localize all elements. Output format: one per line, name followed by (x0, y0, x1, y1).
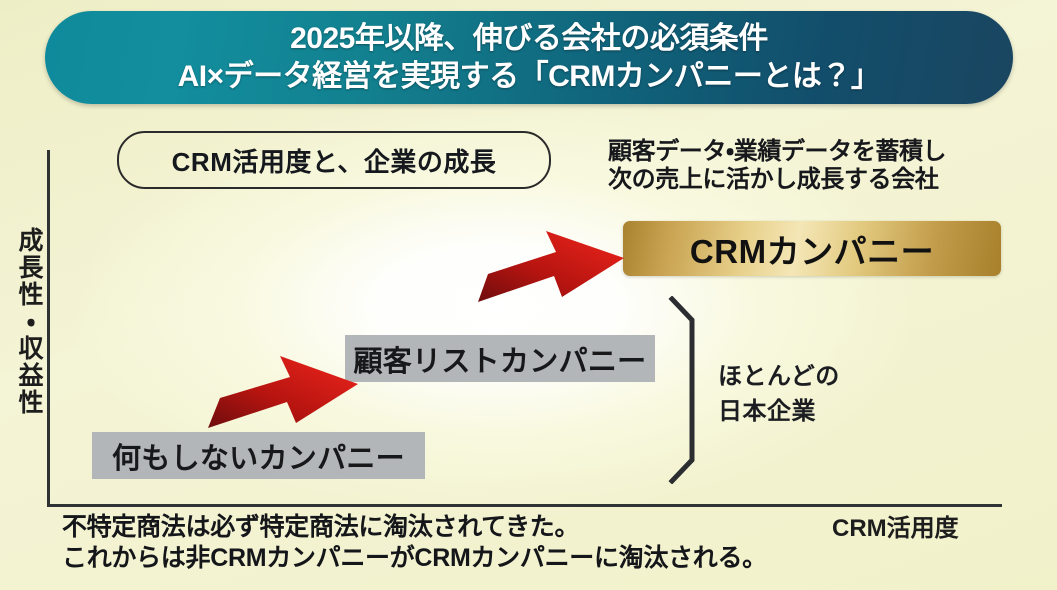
x-axis-line (47, 504, 1002, 507)
crm-description-line-2: 次の売上に活かし成長する会社 (608, 166, 939, 194)
title-line-2: AI×データ経営を実現する「CRMカンパニーとは？」 (177, 59, 881, 93)
level-customer-list-label: 顧客リストカンパニー (353, 345, 647, 378)
bracket-label-line-1: ほとんどの (718, 363, 840, 390)
level-customer-list-box: 顧客リストカンパニー (345, 335, 655, 382)
crm-description-line-1: 顧客データ・業績データを蓄積し (608, 138, 947, 165)
level-crm-company-box: CRMカンパニー (623, 221, 1001, 276)
arrow-upper-growth-icon (478, 231, 624, 302)
y-axis-line (47, 150, 50, 507)
level-crm-company-label: CRMカンパニー (689, 232, 935, 270)
level-no-action-label: 何もしないカンパニー (111, 442, 405, 475)
level-no-action-box: 何もしないカンパニー (92, 432, 425, 479)
crm-company-description: 顧客データ・業績データを蓄積し 次の売上に活かし成長する会社 (608, 138, 947, 195)
arrow-lower-growth-icon (208, 356, 358, 428)
footnote: 不特定商法は必ず特定商法に淘汰されてきた。 これからは非CRMカンパニーがCRM… (62, 512, 767, 574)
x-axis-label: CRM活用度 (832, 515, 959, 542)
grouping-bracket-icon (668, 296, 695, 484)
footnote-line-2: これからは非CRMカンパニーがCRMカンパニーに淘汰される。 (62, 544, 767, 572)
bracket-label: ほとんどの 日本企業 (718, 360, 840, 430)
bracket-label-line-2: 日本企業 (718, 397, 816, 425)
footnote-line-1: 不特定商法は必ず特定商法に淘汰されてきた。 (62, 513, 580, 541)
title-banner: 2025年以降、伸びる会社の必須条件 AI×データ経営を実現する「CRMカンパニ… (45, 11, 1013, 104)
title-line-1: 2025年以降、伸びる会社の必須条件 (290, 22, 768, 56)
chart-caption-text: CRM活用度と、企業の成長 (171, 146, 497, 177)
chart-caption-pill: CRM活用度と、企業の成長 (117, 131, 551, 189)
y-axis-label: 成長性・収益性 (15, 226, 43, 416)
